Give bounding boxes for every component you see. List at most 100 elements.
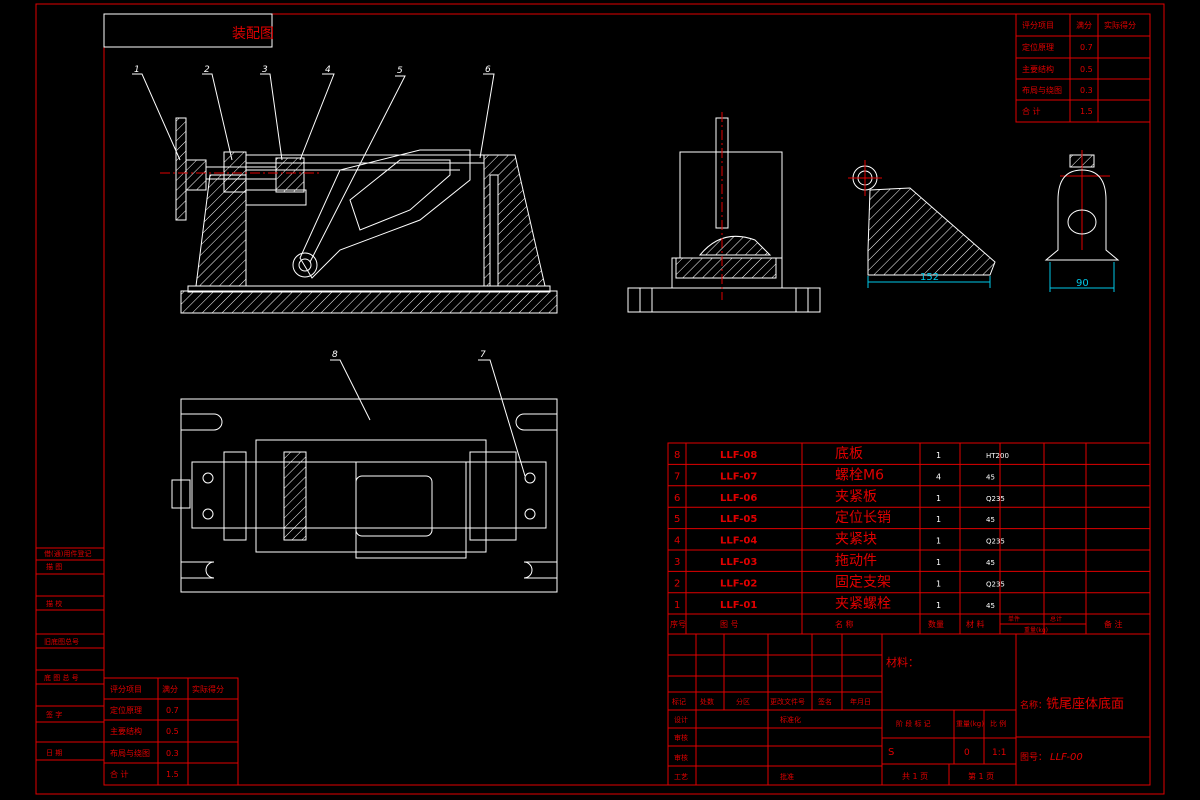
part-number: 3 <box>674 557 680 568</box>
part-material: 45 <box>986 473 995 481</box>
front-section-view <box>160 117 558 314</box>
dimension-90: 90 <box>1076 278 1089 289</box>
drawing-no-label: 图号： <box>1020 752 1047 763</box>
part-material: 45 <box>986 559 995 567</box>
rev-header: 年月日 <box>850 697 871 706</box>
callout-number: 3 <box>262 65 268 75</box>
name-label: 名称： <box>1020 699 1047 711</box>
score-header-full: 满分 <box>162 684 178 694</box>
part-view-2 <box>1044 150 1120 292</box>
rev-header: 分区 <box>736 697 750 706</box>
part-qty: 1 <box>936 558 941 567</box>
score-row-value: 1.5 <box>166 770 179 779</box>
part-code: LLF-03 <box>720 557 757 568</box>
role-label: 标准化 <box>780 715 801 724</box>
part-name: 拖动件 <box>835 553 877 569</box>
strip-label: 底 图 总 号 <box>44 673 79 682</box>
header-weight: 重量(kg) <box>1024 626 1048 634</box>
part-name: 夹紧螺栓 <box>835 596 891 612</box>
score-header-actual: 实际得分 <box>1104 20 1136 30</box>
part-qty: 1 <box>936 537 941 546</box>
role-label: 工艺 <box>674 773 688 781</box>
part-number: 7 <box>674 471 680 482</box>
scale-label: 比 例 <box>990 719 1006 728</box>
stage-value: S <box>888 747 894 758</box>
part-material: Q235 <box>986 495 1005 503</box>
score-row-label: 合 计 <box>110 769 129 779</box>
part-code: LLF-04 <box>720 536 757 547</box>
part-qty: 1 <box>936 601 941 610</box>
score-row-value: 0.3 <box>166 749 179 758</box>
callout-number: 8 <box>332 350 338 360</box>
score-row-value: 0.5 <box>1080 65 1093 74</box>
part-name: 底板 <box>835 446 863 462</box>
left-strip: 借(通)用件登记 描 图 描 校 旧底图总号 底 图 总 号 签 字 日 期 <box>36 547 104 761</box>
strip-label: 签 字 <box>46 710 62 719</box>
title-block-grid <box>667 633 1151 786</box>
parts-list-grid <box>667 442 1151 635</box>
score-header-item: 评分项目 <box>1022 21 1054 30</box>
weight-value: 0 <box>964 748 970 758</box>
header-total: 总计 <box>1050 615 1062 623</box>
part-name: 夹紧块 <box>835 532 877 548</box>
part-code: LLF-08 <box>720 450 757 461</box>
role-label: 批准 <box>780 772 794 781</box>
part-name: 夹紧板 <box>835 489 877 505</box>
role-label: 审核 <box>674 753 688 762</box>
header-single: 单件 <box>1008 615 1020 623</box>
part-qty: 1 <box>936 515 941 524</box>
score-row-label: 定位原理 <box>1022 42 1054 52</box>
callout-number: 7 <box>480 350 486 360</box>
score-header-full: 满分 <box>1076 20 1092 30</box>
part-code: LLF-02 <box>720 578 757 589</box>
part-material: Q235 <box>986 580 1005 588</box>
score-header-item: 评分项目 <box>110 685 142 694</box>
material-label: 材料： <box>886 655 919 669</box>
front-view-callouts <box>132 73 526 477</box>
strip-label: 借(通)用件登记 <box>44 549 91 558</box>
drawing-name: 铣尾座体底面 <box>1046 696 1124 712</box>
score-row-label: 布局与绕图 <box>110 748 150 758</box>
scale-value: 1:1 <box>992 748 1006 758</box>
header-material: 材 料 <box>966 619 985 629</box>
part-material: HT200 <box>986 452 1009 460</box>
score-row-label: 主要结构 <box>110 726 142 736</box>
parts-list-header: 序号 图 号 名 称 数量 材 料 单件 总计 重量(kg) 备 注 <box>670 615 1123 634</box>
part-number: 5 <box>674 514 680 525</box>
weight-label: 重量(kg) <box>956 720 984 728</box>
title-stub-text: 装配图 <box>232 26 274 42</box>
score-row-value: 0.5 <box>166 727 179 736</box>
top-view <box>171 398 558 593</box>
header-remark: 备 注 <box>1104 619 1123 629</box>
role-label: 设计 <box>674 715 688 724</box>
score-row-value: 0.3 <box>1080 86 1093 95</box>
rev-header: 签名 <box>818 697 832 706</box>
part-material: Q235 <box>986 538 1005 546</box>
callout-number: 6 <box>485 65 491 75</box>
callout-labels: 1 2 3 4 5 6 8 7 <box>134 65 491 360</box>
part-qty: 4 <box>936 472 941 481</box>
part-material: 45 <box>986 602 995 610</box>
part-name: 定位长销 <box>835 510 891 526</box>
role-label: 审核 <box>674 733 688 742</box>
score-table-bottom: 评分项目 满分 实际得分 定位原理 0.7 主要结构 0.5 布局与绕图 0.3… <box>103 677 239 786</box>
callout-number: 5 <box>397 66 403 76</box>
header-qty: 数量 <box>928 619 944 629</box>
drawing-frame <box>35 3 1165 795</box>
score-row-label: 定位原理 <box>110 705 142 715</box>
score-row-value: 0.7 <box>166 706 179 715</box>
score-row-label: 主要结构 <box>1022 64 1054 74</box>
part-number: 1 <box>674 600 680 611</box>
part-number: 4 <box>674 536 680 547</box>
side-view <box>627 112 821 313</box>
title-stub: 装配图 <box>103 13 274 48</box>
score-header-actual: 实际得分 <box>192 684 224 694</box>
strip-label: 日 期 <box>46 749 62 757</box>
callout-number: 2 <box>204 65 210 75</box>
strip-label: 描 校 <box>46 599 62 608</box>
part-view-1 <box>848 160 996 288</box>
part-code: LLF-07 <box>720 471 757 482</box>
part-qty: 1 <box>936 451 941 460</box>
part-name: 固定支架 <box>835 574 891 590</box>
